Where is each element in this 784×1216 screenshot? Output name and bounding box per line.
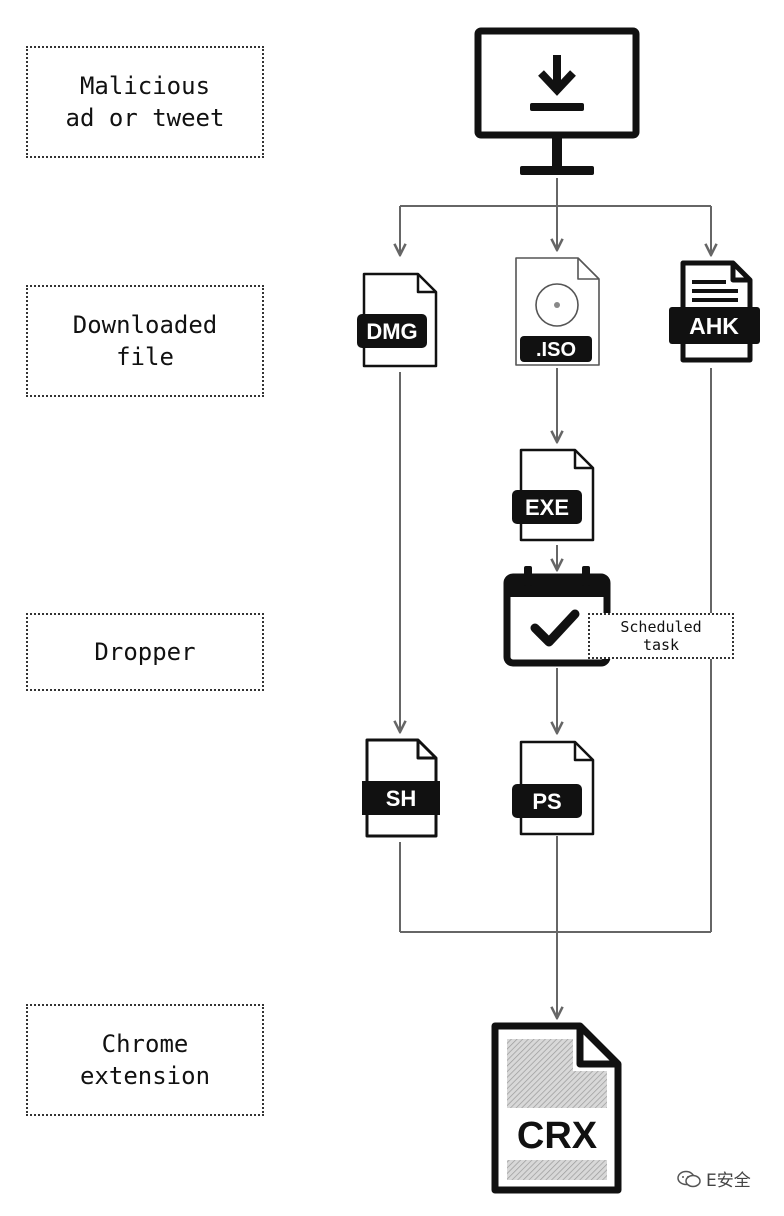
dmg-label: DMG bbox=[366, 319, 417, 344]
ahk-file-icon: AHK bbox=[669, 260, 760, 363]
ahk-label: AHK bbox=[689, 313, 739, 339]
stage-box-dropper: Dropper bbox=[26, 613, 264, 691]
scheduled-task-label: Scheduled task bbox=[620, 618, 702, 654]
exe-file-icon: EXE bbox=[512, 448, 595, 542]
watermark: E安全 bbox=[676, 1166, 751, 1191]
dmg-file-icon: DMG bbox=[357, 272, 438, 368]
monitor-download-icon bbox=[474, 27, 640, 175]
stage-label-downloaded-file: Downloaded file bbox=[72, 311, 218, 371]
crx-label: CRX bbox=[517, 1115, 598, 1157]
ps-label: PS bbox=[532, 789, 561, 814]
crx-file-icon: CRX bbox=[491, 1022, 622, 1194]
stage-label-chrome-extension: Chrome extension bbox=[79, 1030, 211, 1090]
ps-file-icon: PS bbox=[512, 740, 595, 836]
scheduled-task-note: Scheduled task bbox=[588, 613, 734, 659]
stage-box-chrome-extension: Chrome extension bbox=[26, 1004, 264, 1116]
iso-label: .ISO bbox=[536, 339, 576, 361]
stage-box-downloaded-file: Downloaded file bbox=[26, 285, 264, 397]
iso-file-icon: .ISO bbox=[515, 257, 600, 366]
sh-label: SH bbox=[386, 786, 417, 811]
sh-file-icon: SH bbox=[362, 738, 440, 838]
connectors bbox=[400, 178, 711, 1018]
stage-box-malicious: Malicious ad or tweet bbox=[26, 46, 264, 158]
stage-label-dropper: Dropper bbox=[94, 638, 196, 666]
watermark-text: E安全 bbox=[706, 1171, 751, 1191]
chat-bubbles-icon bbox=[677, 1170, 701, 1187]
stage-label-malicious: Malicious ad or tweet bbox=[65, 72, 225, 132]
exe-label: EXE bbox=[525, 495, 569, 520]
